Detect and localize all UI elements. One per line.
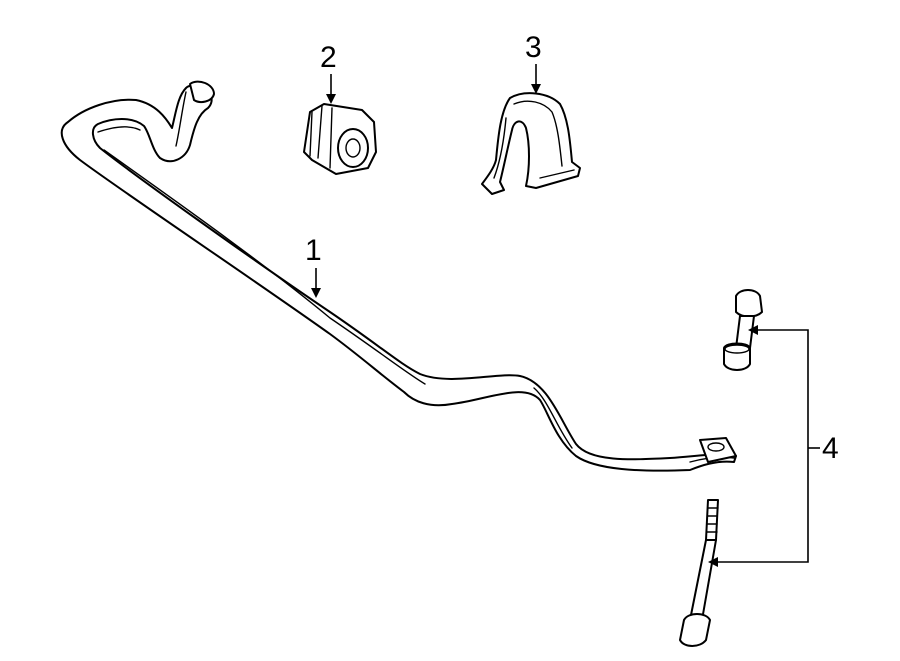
callout-1: 1 [305, 234, 322, 267]
stabilizer-bar-top-end [189, 80, 215, 103]
bracket-inner-edge [493, 100, 575, 179]
link-lower-bushing [679, 613, 711, 647]
arrow-4-upper [748, 325, 758, 335]
stabilizer-bar-end [699, 437, 737, 463]
stabilizer-bar-body [60, 84, 737, 472]
link-lower-shaft [689, 539, 717, 621]
bushing-bore-inner [345, 138, 361, 158]
link-upper [723, 289, 763, 371]
arrow-1 [311, 288, 321, 298]
link-lower-threads [706, 507, 719, 533]
bushing [303, 103, 377, 175]
callout-4: 4 [822, 432, 839, 465]
bushing-ribs [309, 105, 333, 169]
arrow-3 [531, 84, 541, 94]
link-lower [679, 499, 719, 647]
bracket-body [481, 92, 581, 195]
link-upper-cap [735, 289, 763, 318]
bushing-bore-outer [337, 128, 369, 168]
link-upper-bushing [723, 342, 751, 371]
callout-3: 3 [525, 31, 542, 64]
link-upper-bushing-top [724, 344, 750, 354]
arrow-2 [326, 94, 336, 104]
stabilizer-bar [60, 80, 737, 472]
leader-4-bracket [716, 329, 809, 563]
callout-2: 2 [320, 41, 337, 74]
stabilizer-bar-end-hole [707, 442, 725, 452]
link-lower-threaded-end [705, 499, 719, 541]
arrow-4-lower [708, 557, 718, 567]
bushing-bracket [481, 92, 581, 195]
leader-lines [311, 64, 820, 567]
stabilizer-bar-seam [97, 91, 735, 463]
